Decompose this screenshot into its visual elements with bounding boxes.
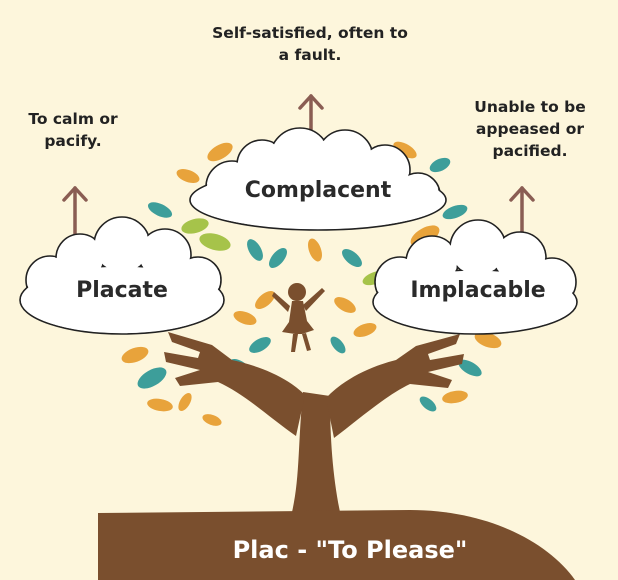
leaf-icon xyxy=(353,323,377,337)
up-arrow-icon xyxy=(509,186,535,240)
leaf-icon xyxy=(147,202,173,218)
leaf-icon xyxy=(255,291,275,309)
leaf-icon xyxy=(178,392,192,412)
leaf-icon xyxy=(342,249,362,267)
definition-line: a fault. xyxy=(278,46,342,64)
leaf-icon xyxy=(202,414,222,426)
leaf-icon xyxy=(458,359,482,377)
tree-trunk xyxy=(292,392,340,512)
cloud-icon xyxy=(19,216,225,335)
definition-line: Unable to be xyxy=(474,98,586,116)
leaf-icon xyxy=(181,218,209,234)
definition-line: pacify. xyxy=(44,132,102,150)
leaf-icon xyxy=(442,204,468,220)
child-silhouette-icon xyxy=(272,283,325,352)
leaf-icon xyxy=(442,390,468,404)
leaf-icon xyxy=(233,311,257,325)
up-arrow-icon xyxy=(62,186,88,240)
leaf-icon xyxy=(269,248,287,268)
leaf-icon xyxy=(207,142,233,162)
leaf-icon xyxy=(474,331,502,349)
word-implacable: Implacable xyxy=(410,278,546,303)
leaf-icon xyxy=(429,157,451,173)
placate-definition: To calm or pacify. xyxy=(8,108,138,152)
left-hand-icon xyxy=(164,332,305,436)
definition-line: appeased or xyxy=(475,120,585,138)
leaf-icon xyxy=(393,141,417,159)
complacent-definition: Self-satisfied, often to a fault. xyxy=(190,22,430,66)
cloud-icon xyxy=(372,219,578,335)
leaf-icon xyxy=(334,297,356,313)
right-hand-icon xyxy=(326,334,464,438)
definition-line: pacified. xyxy=(492,142,568,160)
leaf-icon xyxy=(137,367,167,389)
leaf-icon xyxy=(199,233,231,251)
leaf-icon xyxy=(147,398,173,412)
leaf-icon xyxy=(330,336,346,354)
leaf-icon xyxy=(176,169,200,183)
leaf-icon xyxy=(247,239,263,261)
implacable-definition: Unable to be appeased or pacified. xyxy=(455,96,605,162)
leaf-icon xyxy=(249,337,271,353)
definition-line: To calm or xyxy=(28,110,118,128)
word-placate: Placate xyxy=(76,278,168,303)
definition-line: Self-satisfied, often to xyxy=(212,24,408,42)
leaf-icon xyxy=(121,346,149,364)
word-complacent: Complacent xyxy=(244,178,392,203)
root-label: Plac - "To Please" xyxy=(232,536,468,564)
leaf-icon xyxy=(419,396,437,412)
root-ground xyxy=(98,510,575,580)
cloud-icon xyxy=(189,127,447,231)
leaf-icon xyxy=(308,238,322,262)
